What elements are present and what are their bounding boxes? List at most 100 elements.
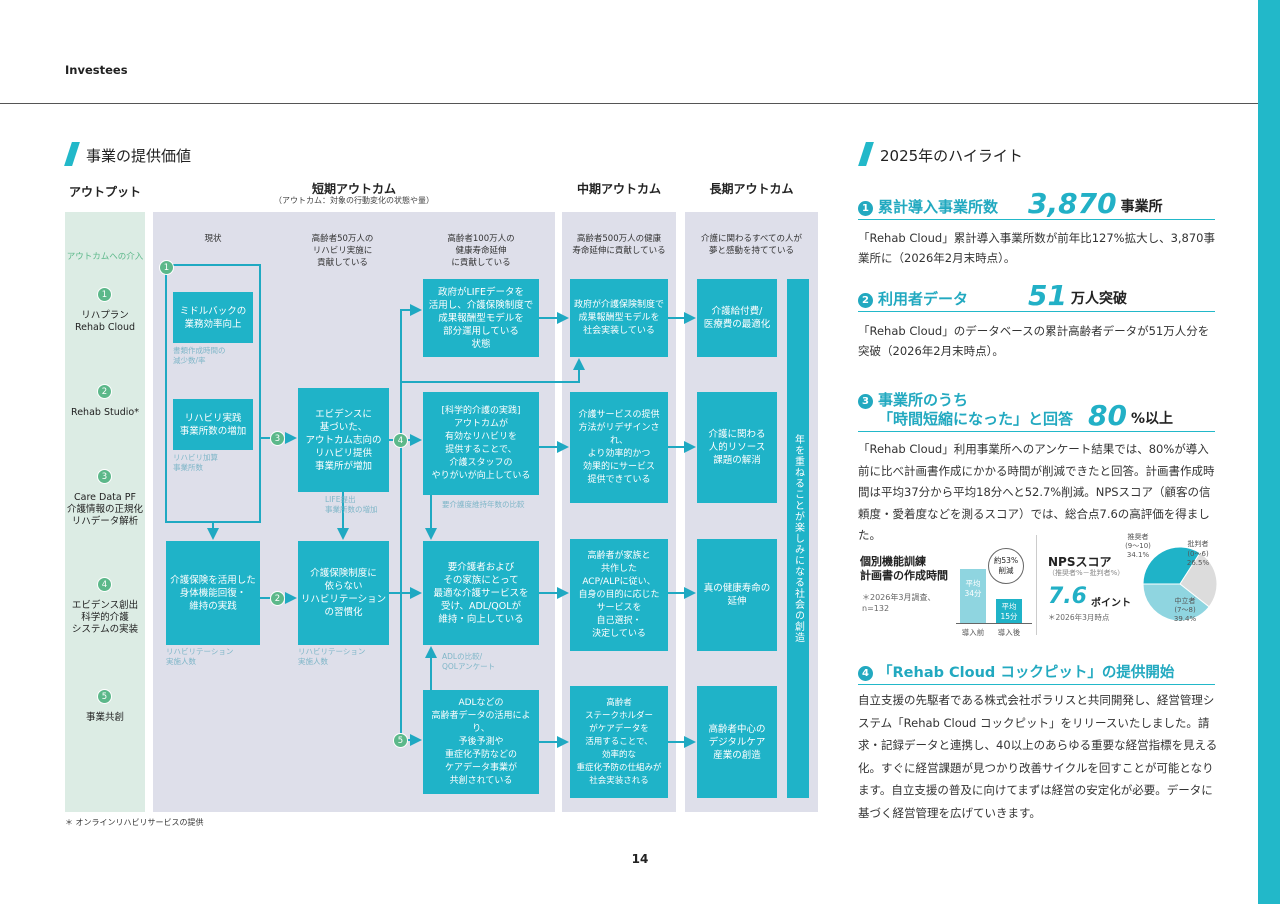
- output-item: リハプラン Rehab Cloud: [74, 310, 136, 333]
- page-number: 14: [631, 852, 649, 866]
- col-head-100: 高齢者100万人の 健康寿命延伸 に貢献している: [447, 234, 515, 268]
- nps-note: ＊2026年3月時点: [1048, 613, 1110, 622]
- col-short: 短期アウトカム: [311, 182, 396, 196]
- metric-label: 要介護度維持年数の比較: [442, 500, 525, 509]
- long-outcome-box: 高齢者中心の デジタルケア 産業の創造: [697, 686, 777, 798]
- long-outcome-box: 真の健康寿命の 延伸: [697, 539, 777, 651]
- output-item: Care Data PF 介護情報の正規化 リハデータ解析: [66, 492, 143, 527]
- outcome-box: リハビリ実践 事業所数の増加: [173, 399, 253, 450]
- metric-label: ADLの比較/ QOLアンケート: [442, 652, 496, 671]
- highlight-label: 「Rehab Cloud コックピット」の提供開始: [878, 665, 1175, 681]
- mid-outcome-box: 介護サービスの提供 方法がリデザインされ、 より効率的かつ 効果的にサービス 提…: [570, 392, 668, 503]
- metric-label: リハビリテーション 実施人数: [298, 647, 366, 666]
- highlight-2-text: 「Rehab Cloud」のデータベースの累計高齢者データが51万人分を突破（2…: [858, 324, 1210, 358]
- bar-chart-title: 個別機能訓練 計画書の作成時間: [860, 555, 948, 582]
- reduction-bubble: 約53% 削減: [988, 548, 1024, 584]
- col-long: 長期アウトカム: [709, 182, 794, 196]
- num-badge: 4: [858, 666, 873, 681]
- bar-baseline: [956, 623, 1032, 624]
- highlight-unit: 事業所: [1120, 199, 1163, 215]
- col-output: アウトプット: [68, 185, 141, 199]
- bar-after-label: 導入後: [997, 628, 1021, 637]
- highlight-label: 累計導入事業所数: [878, 198, 999, 216]
- highlight-1-text: 「Rehab Cloud」累計導入事業所数が前年比127%拡大し、3,870事業…: [858, 231, 1215, 265]
- col-mid: 中期アウトカム: [576, 182, 661, 196]
- nps-pie: [1142, 546, 1218, 622]
- flow-num: 4: [393, 433, 408, 448]
- num-badge: 2: [858, 293, 873, 308]
- col-head-long: 介護に関わるすべての人が 夢と感動を持てている: [700, 234, 803, 256]
- outcome-box: 介護保険制度に 依らない リハビリテーション の習慣化: [298, 541, 389, 645]
- flow-num: 2: [270, 591, 285, 606]
- bar-before-label: 導入前: [961, 628, 985, 637]
- highlight-label: 利用者データ: [878, 290, 969, 308]
- highlight-4-text: 自立支援の先駆者である株式会社ポラリスと共同開発し、経営管理システム「Rehab…: [858, 693, 1218, 820]
- vision-bar: 年を重ねることが楽しみになる社会の創造: [787, 279, 809, 798]
- flow-num: 3: [270, 431, 285, 446]
- output-item: Rehab Studio*: [71, 407, 139, 418]
- outcome-box: ミドルバックの 業務効率向上: [173, 292, 253, 343]
- num-badge: 3: [858, 394, 873, 409]
- output-item: 事業共創: [85, 712, 124, 723]
- mid-outcome-box: 高齢者が家族と 共作した ACP/ALPに従い、 自身の目的に応じた サービスを…: [570, 539, 668, 651]
- bar-chart-note: ＊2026年3月調査、 n=132: [862, 593, 936, 613]
- metric-label: リハビリ加算 事業所数: [173, 453, 218, 472]
- chart-divider: [1036, 535, 1037, 635]
- outcome-box: 介護保険を活用した 身体機能回復・ 維持の実践: [166, 541, 260, 645]
- long-outcome-box: 介護給付費/ 医療費の最適化: [697, 279, 777, 357]
- mid-outcome-box: 高齢者 ステークホルダー がケアデータを 活用することで、 効率的な 重症化予防…: [570, 686, 668, 798]
- nps-value: 7.6: [1048, 584, 1087, 609]
- output-panel: [65, 212, 145, 812]
- num-badge: 1: [858, 201, 873, 216]
- page-title: 事業の提供価値: [86, 147, 192, 165]
- mid-outcome-box: 政府が介護保険制度で 成果報酬型モデルを 社会実装している: [570, 279, 668, 357]
- highlight-4-heading: 4 「Rehab Cloud コックピット」の提供開始: [858, 660, 1215, 685]
- outcome-box: 政府がLIFEデータを 活用し、介護保険制度で 成果報酬型モデルを 部分運用して…: [423, 279, 539, 357]
- col-head-500: 高齢者500万人の健康 寿命延伸に貢献している: [572, 234, 666, 256]
- highlight-unit: 万人突破: [1070, 291, 1127, 307]
- output-num: 1: [97, 287, 112, 302]
- header-divider: [0, 103, 1258, 104]
- output-num: 5: [97, 689, 112, 704]
- highlight-value: 3,870: [1028, 187, 1117, 220]
- footnote: ＊ オンラインリハビリサービスの提供: [65, 818, 204, 827]
- long-outcome-box: 介護に関わる 人的リソース 課題の解消: [697, 392, 777, 503]
- highlight-label: 事業所のうち: [878, 391, 969, 409]
- col-head-now: 現状: [204, 234, 222, 244]
- metric-label: 書類作成時間の 減少数/率: [173, 346, 226, 365]
- nps-score: 7.6 ポイント: [1048, 582, 1131, 612]
- col-short-sub: （アウトカム：対象の行動変化の状態や量）: [274, 196, 434, 205]
- highlight-3-text: 「Rehab Cloud」利用事業所へのアンケート結果では、80%が導入前に比べ…: [858, 442, 1215, 542]
- outcome-box: 要介護者および その家族にとって 最適な介護サービスを 受け、ADL/QOLが …: [423, 541, 539, 645]
- highlight-1-heading: 1 累計導入事業所数 3,870 事業所: [858, 187, 1215, 220]
- nps-title: NPSスコア: [1048, 555, 1112, 569]
- page-edge-stripe: [1258, 0, 1280, 904]
- highlight-2-heading: 2 利用者データ 51 万人突破: [858, 279, 1215, 312]
- highlight-value: 51: [1028, 279, 1067, 312]
- output-num: 2: [97, 384, 112, 399]
- highlight-value: 80: [1088, 399, 1127, 432]
- outcome-box: ADLなどの 高齢者データの活用により、 予後予測や 重症化予防などの ケアデー…: [423, 690, 539, 794]
- nps-sub: （推奨者%－批判者%）: [1048, 569, 1125, 577]
- highlight-title: 2025年のハイライト: [880, 147, 1023, 165]
- metric-label: LIFE提出 事業所数の増加: [325, 495, 378, 514]
- flow-num: 5: [393, 733, 408, 748]
- pie-label-promoter: 推奨者 (9～10)34.1%: [1125, 533, 1151, 559]
- pie-slice: [1142, 583, 1210, 622]
- flow-num: 1: [159, 260, 174, 275]
- outcome-box: エビデンスに 基づいた、 アウトカム志向の リハビリ提供 事業所が増加: [298, 388, 389, 492]
- intervention-label: アウトカムへの介入: [66, 252, 144, 262]
- pie-label-detractor: 批判者 (0～6)26.5%: [1186, 540, 1210, 567]
- section-label: Investees: [65, 63, 128, 77]
- nps-unit: ポイント: [1090, 598, 1131, 609]
- highlight-3-heading: 3 事業所のうち「時間短縮になった」と回答 80 %以上: [858, 391, 1215, 432]
- highlight-label: 「時間短縮になった」と回答: [878, 410, 1074, 428]
- output-item: エビデンス創出 科学的介護 システムの実装: [71, 600, 139, 635]
- metric-label: リハビリテーション 実施人数: [166, 647, 234, 666]
- pie-label-neutral: 中立者 (7～8)39.4%: [1173, 597, 1197, 623]
- pie-slice: [1179, 552, 1218, 608]
- col-head-50: 高齢者50万人の リハビリ実施に 貢献している: [311, 234, 374, 268]
- output-num: 4: [97, 577, 112, 592]
- output-num: 3: [97, 469, 112, 484]
